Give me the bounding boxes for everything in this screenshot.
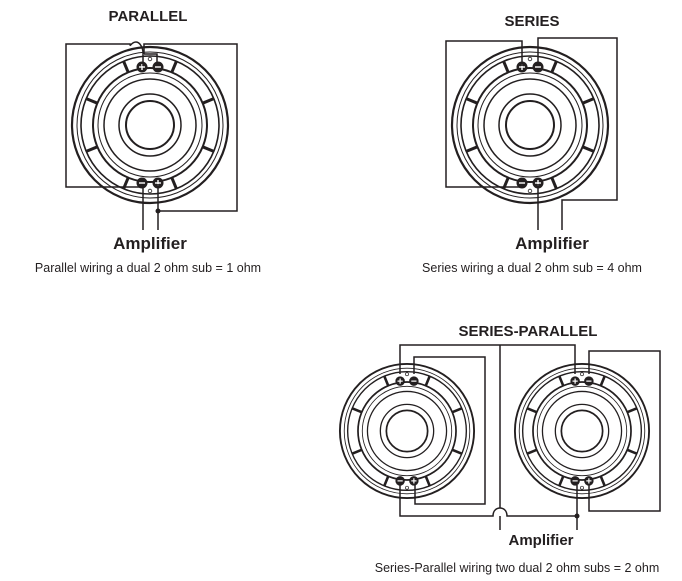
series-parallel-caption: Series-Parallel wiring two dual 2 ohm su…	[375, 561, 660, 575]
series-parallel-wiring	[399, 344, 661, 530]
series-caption: Series wiring a dual 2 ohm sub = 4 ohm	[422, 261, 642, 275]
series-subwoofer	[450, 45, 610, 205]
series-wiring	[445, 37, 618, 230]
bottom-negative-terminal-icon	[516, 177, 528, 189]
top-negative-terminal-icon	[409, 376, 419, 386]
series-diagram: SERIES Amplifier Series wiring a dual 2 …	[422, 13, 642, 275]
top-positive-terminal-icon	[395, 376, 405, 386]
top-negative-terminal-icon	[584, 376, 594, 386]
series-parallel-left-subwoofer	[338, 362, 476, 500]
parallel-caption: Parallel wiring a dual 2 ohm sub = 1 ohm	[35, 261, 261, 275]
series-parallel-diagram: SERIES-PARALLEL Amplifier Series-Paralle…	[338, 323, 661, 575]
series-parallel-title: SERIES-PARALLEL	[459, 323, 598, 340]
bottom-positive-terminal-icon	[584, 476, 594, 486]
series-parallel-amplifier-label: Amplifier	[508, 532, 573, 549]
bottom-negative-terminal-icon	[136, 177, 148, 189]
parallel-amplifier-label: Amplifier	[113, 234, 187, 253]
top-negative-terminal-icon	[152, 61, 164, 73]
parallel-subwoofer	[70, 45, 230, 205]
top-negative-terminal-icon	[532, 61, 544, 73]
bottom-positive-terminal-icon	[409, 476, 419, 486]
series-amplifier-label: Amplifier	[515, 234, 589, 253]
bottom-negative-terminal-icon	[395, 476, 405, 486]
top-positive-terminal-icon	[136, 61, 148, 73]
parallel-wiring	[65, 41, 238, 230]
parallel-diagram: PARALLEL Amplifier Parallel wiring a dua…	[35, 8, 261, 275]
parallel-title: PARALLEL	[109, 8, 188, 25]
bottom-negative-terminal-icon	[570, 476, 580, 486]
series-parallel-right-subwoofer	[513, 362, 651, 500]
series-title: SERIES	[504, 13, 559, 30]
top-positive-terminal-icon	[570, 376, 580, 386]
